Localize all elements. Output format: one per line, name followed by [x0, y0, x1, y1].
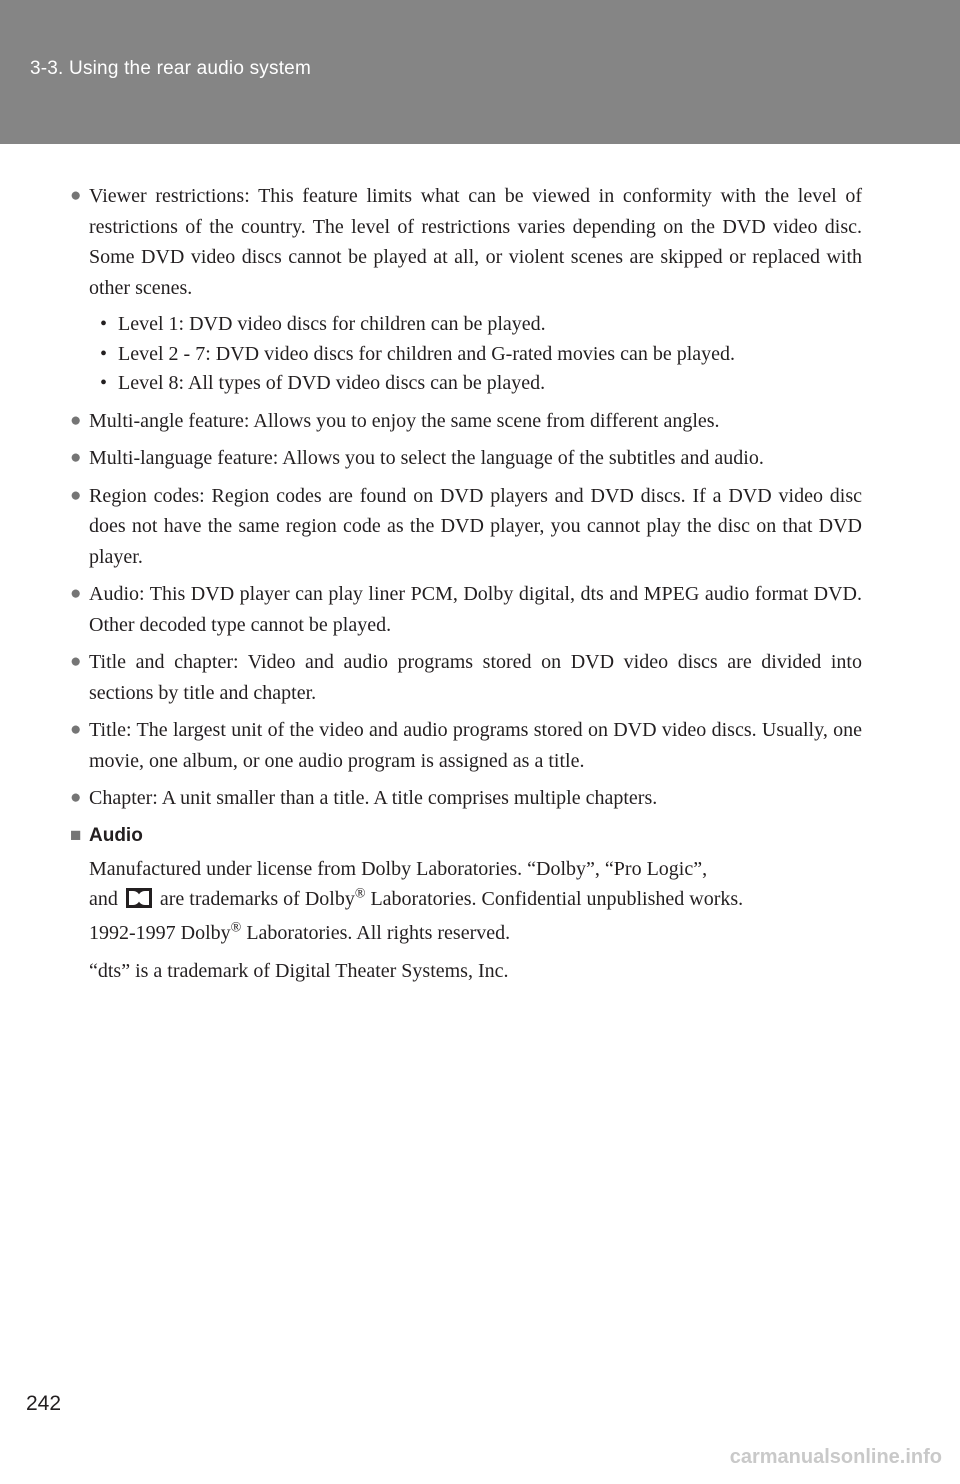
bullet-icon: ●: [70, 719, 82, 740]
bullet-icon: ●: [70, 583, 82, 604]
restriction-level-list: • Level 1: DVD video discs for children …: [70, 310, 862, 399]
bullet-text: Multi-language feature: Allows you to se…: [89, 447, 764, 469]
bullet-icon: ●: [70, 185, 82, 206]
bullet-text: Title and chapter: Video and audio progr…: [89, 651, 862, 704]
bullet-multi-language: ● Multi-language feature: Allows you to …: [70, 443, 862, 474]
bullet-audio: ● Audio: This DVD player can play liner …: [70, 579, 862, 640]
bullet-icon: ●: [70, 651, 82, 672]
page-content: ● Viewer restrictions: This feature limi…: [70, 181, 862, 987]
bullet-text: Audio: This DVD player can play liner PC…: [89, 583, 862, 636]
bullet-icon: ●: [70, 447, 82, 468]
section-marker-icon: ■: [70, 824, 82, 846]
watermark: carmanualsonline.info: [729, 1446, 942, 1468]
bullet-text: Chapter: A unit smaller than a title. A …: [89, 787, 658, 809]
bullet-icon: ●: [70, 787, 82, 808]
dolby-license-paragraph: Manufactured under license from Dolby La…: [89, 857, 744, 944]
list-item: • Level 8: All types of DVD video discs …: [100, 369, 862, 399]
page-header: 3-3. Using the rear audio system: [0, 0, 960, 144]
bullet-viewer-restrictions: ● Viewer restrictions: This feature limi…: [70, 181, 862, 303]
bullet-text: Region codes: Region codes are found on …: [89, 484, 862, 568]
bullet-title-and-chapter: ● Title and chapter: Video and audio pro…: [70, 647, 862, 708]
bullet-icon: ●: [70, 484, 82, 506]
bullet-text: Multi-angle feature: Allows you to enjoy…: [89, 409, 720, 432]
registered-mark: ®: [354, 886, 366, 902]
page-number: 242: [26, 1392, 62, 1415]
bullet-text: Title: The largest unit of the video and…: [89, 719, 862, 772]
subbullet-icon: •: [100, 342, 108, 365]
bullet-multi-angle: ● Multi-angle feature: Allows you to enj…: [70, 406, 862, 437]
audio-section-title: ■ Audio: [70, 821, 862, 851]
bullet-title: ● Title: The largest unit of the video a…: [70, 715, 862, 776]
bullet-text: Viewer restrictions: This feature limits…: [89, 185, 862, 299]
subbullet-icon: •: [100, 313, 108, 335]
bullet-icon: ●: [70, 409, 82, 431]
bullet-chapter: ● Chapter: A unit smaller than a title. …: [70, 783, 862, 814]
list-item: • Level 2 - 7: DVD video discs for child…: [100, 340, 862, 370]
subbullet-icon: •: [100, 372, 108, 394]
section-heading: 3-3. Using the rear audio system: [30, 58, 311, 79]
dts-trademark-note: “dts” is a trademark of Digital Theater …: [89, 960, 509, 982]
dolby-double-d-icon: [125, 887, 152, 918]
registered-mark: ®: [230, 919, 242, 935]
list-item: • Level 1: DVD video discs for children …: [100, 310, 862, 340]
bullet-region-codes: ● Region codes: Region codes are found o…: [70, 481, 862, 573]
